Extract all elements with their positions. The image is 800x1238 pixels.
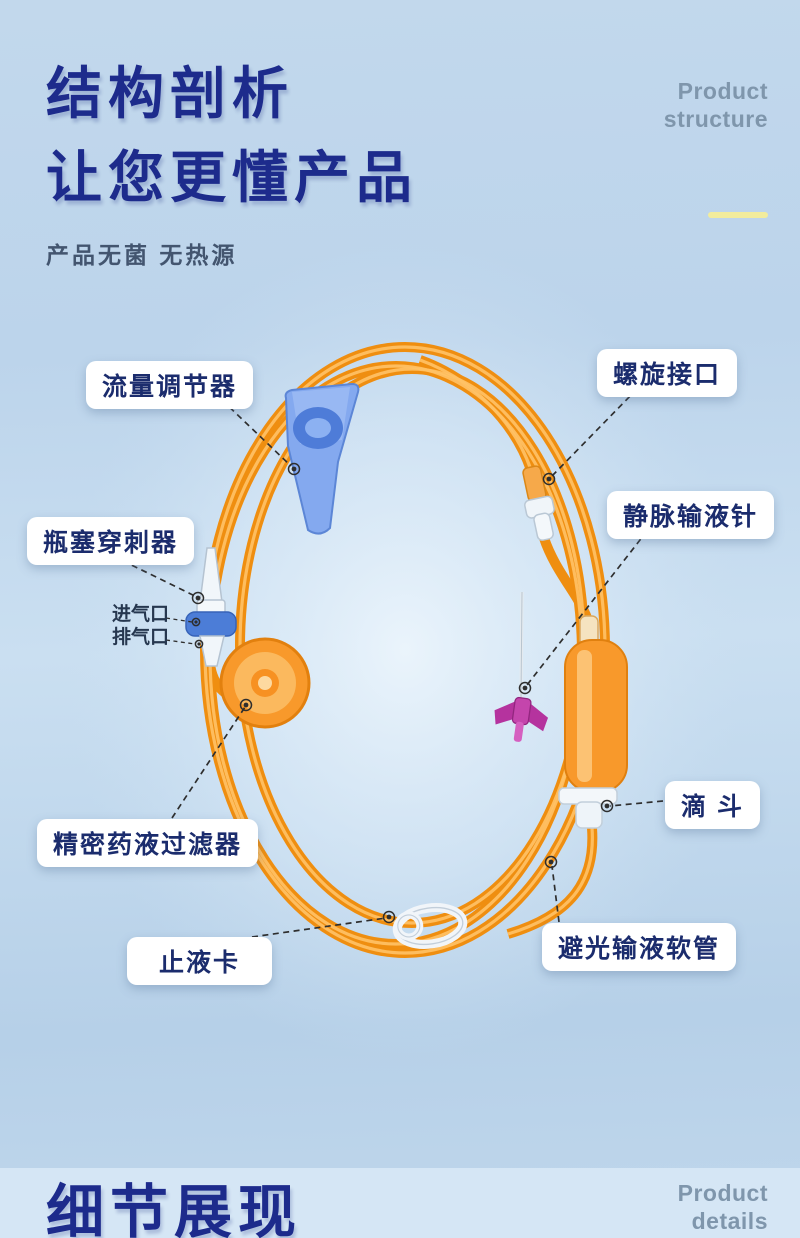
iv-needle-illustration [494,591,549,742]
leader-flow-regulator [221,399,292,467]
label-light-proof-tube: 避光输液软管 [542,923,737,971]
dot-stop-clamp [382,910,396,924]
label-flow-regulator: 流量调节器 [86,361,254,409]
dot-iv-needle [518,681,532,695]
dot-flow-regulator [287,462,301,476]
dot-spiral-connector [542,472,556,486]
stop-clamp-illustration [392,903,468,949]
label-iv-needle: 静脉输液针 [607,491,775,539]
drip-chamber-illustration [558,615,628,829]
dot-air-inlet [191,617,201,627]
label-air-ports: 进气口 排气口 [112,604,169,650]
dot-air-outlet [194,639,204,649]
label-bottle-spike: 瓶塞穿刺器 [27,517,195,565]
dot-precision-filter [239,698,253,712]
dot-bottle-spike [191,591,205,605]
label-precision-filter: 精密药液过滤器 [37,819,259,867]
eyebrow-line2: structure [663,105,768,132]
filter-disc-illustration [219,637,311,729]
page-title-line2: 让您更懂产品 [46,146,418,209]
eyebrow-product-structure: Product structure [664,78,768,133]
label-air-inlet: 进气口 [112,604,170,625]
leader-precision-filter [171,703,248,819]
page-subtitle: 产品无菌 无热源 [46,242,238,268]
footer-title: 细节展现 [46,1180,303,1238]
bottle-spike-illustration [185,547,237,667]
leader-light-proof-tube [551,865,560,923]
eyebrow-line1: Product [677,78,768,104]
leader-stop-clamp [251,917,387,938]
leader-air-outlet [165,639,196,645]
eyebrow-product-details: Product details [678,1180,768,1235]
leader-iv-needle [526,530,648,686]
page-title-line1: 结构剖析 [46,62,294,125]
roller-clamp-illustration [284,382,360,535]
dot-light-proof-tube [544,855,558,869]
dot-drip-chamber [600,799,614,813]
footer-strip [0,1168,800,1238]
luer-connector-illustration [522,465,555,541]
label-stop-clamp: 止液卡 [127,937,273,985]
yellow-accent-bar [708,212,768,218]
label-drip-chamber: 滴 斗 [665,781,760,829]
label-air-outlet: 排气口 [112,626,170,648]
footer-eyebrow-line2: details [691,1207,768,1234]
label-spiral-connector: 螺旋接口 [597,349,738,397]
footer-eyebrow-line1: Product [677,1180,768,1206]
leader-drip-chamber [609,800,664,807]
